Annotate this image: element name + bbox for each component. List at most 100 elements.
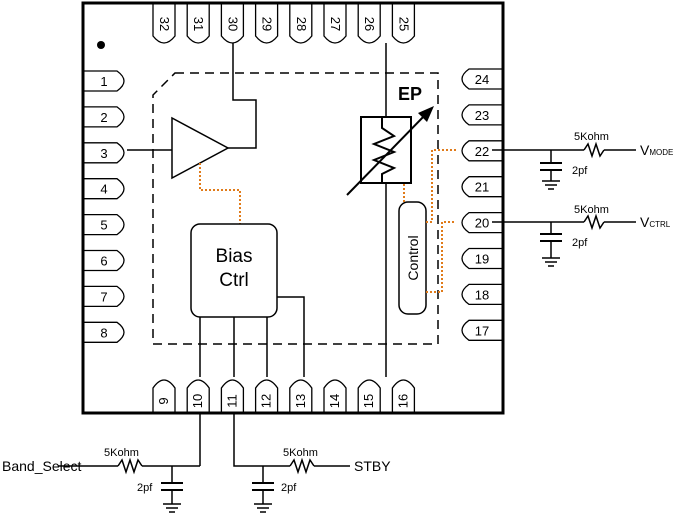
top-pins: 32 31 30 29 28 27 26 25 [152, 3, 416, 44]
pin-pad-right [461, 283, 503, 306]
pin-pad-right [461, 176, 503, 198]
right-pins: 24 23 22 21 20 19 18 17 [461, 68, 503, 341]
pin-pad-bottom [152, 379, 176, 413]
pin-number: 32 [157, 17, 172, 31]
pin-number: 13 [293, 394, 308, 408]
vctrl-resistor-label: 5Kohm [574, 204, 609, 216]
pin-pad-top [323, 3, 347, 44]
pin-pad-top [152, 3, 176, 44]
band-select-label: Band_Select [2, 458, 82, 474]
pin-number: 5 [100, 218, 107, 233]
variable-arrow-line [346, 111, 429, 196]
pin-pad-bottom [289, 379, 313, 413]
pin-pad-left [83, 178, 125, 200]
chip-body [81, 1, 505, 415]
pin-number: 6 [100, 254, 107, 269]
vctrl-label-main: V [640, 214, 650, 230]
pin-number: 29 [260, 17, 275, 31]
pin-pad-top [357, 3, 381, 44]
ep-label: EP [398, 84, 422, 104]
vmode-cap-label: 2pf [572, 165, 588, 177]
control-link-pin22 [426, 149, 456, 223]
pin-pad-bottom [391, 379, 416, 413]
vmode-label-sub: MODE [649, 148, 673, 157]
vmode-label: VMODE [640, 142, 673, 158]
pin-pad-left [83, 213, 125, 236]
band-select-network: 5Kohm 2pf Band_Select [2, 413, 201, 513]
pin-number: 25 [396, 17, 411, 31]
pin-number: 31 [191, 17, 206, 31]
exposed-pad-outline [152, 72, 439, 345]
pin-number: 19 [475, 252, 489, 267]
vctrl-label: VCTRL [640, 214, 671, 230]
pin-pad-left [83, 249, 125, 272]
pin-pad-left [83, 285, 125, 308]
pin-pad-left [83, 106, 125, 128]
vctrl-label-sub: CTRL [649, 220, 670, 229]
pin-pad-right [461, 247, 503, 270]
pin-number: 12 [259, 394, 274, 408]
pin-number: 23 [475, 108, 489, 123]
vctrl-cap-label: 2pf [572, 237, 588, 249]
band-cap-label: 2pf [137, 482, 153, 494]
pin-number: 20 [475, 216, 489, 231]
pin-number: 28 [294, 17, 309, 31]
pin-pad-bottom [254, 379, 279, 413]
pin-number: 21 [475, 180, 489, 195]
pin-number: 1 [100, 74, 107, 89]
pin-pad-bottom [186, 379, 210, 413]
control-block [398, 201, 427, 315]
pin-number: 8 [100, 325, 107, 340]
pin-pad-right [461, 211, 503, 234]
bias-label-1: Bias [216, 246, 253, 267]
pin-number: 3 [100, 146, 107, 161]
vmode-resistor-label: 5Kohm [574, 131, 609, 143]
bias-link [199, 163, 241, 224]
pin-pad-bottom [220, 379, 245, 413]
pin-number: 2 [100, 110, 107, 125]
pin-number: 18 [475, 287, 489, 302]
vmode-label-main: V [640, 142, 650, 158]
wire-pin13 [277, 296, 305, 377]
pin-number: 30 [225, 17, 240, 31]
variable-arrow-icon [418, 106, 434, 122]
vmode-network: 5Kohm 2pf VMODE [506, 131, 673, 190]
pin-number: 17 [475, 323, 489, 338]
pin-pad-bottom [323, 379, 347, 413]
pin-number: 22 [475, 144, 489, 159]
pin-pad-top [254, 3, 279, 44]
bias-label-2: Ctrl [219, 270, 249, 291]
band-resistor-icon [117, 457, 143, 475]
pin-number: 11 [224, 394, 239, 408]
pin-number: 27 [328, 17, 343, 31]
pin-pad-right [461, 104, 503, 126]
vmode-resistor-icon [583, 141, 605, 159]
band-resistor-label: 5Kohm [104, 447, 139, 459]
pin-pad-top [289, 3, 313, 44]
pin-pad-bottom [357, 379, 381, 413]
pin-number: 26 [362, 17, 377, 31]
pin-number: 9 [156, 397, 171, 404]
pin-number: 7 [100, 289, 107, 304]
pin-number: 24 [475, 72, 489, 87]
pin-pad-right [461, 319, 503, 341]
pin-number: 10 [190, 394, 205, 408]
pin-pad-right [461, 140, 503, 162]
wire-pin30 [228, 43, 257, 149]
control-link-pin20 [426, 221, 456, 293]
pin-pad-left [83, 321, 125, 343]
stby-resistor-icon [289, 457, 315, 475]
stby-network: 5Kohm 2pf STBY [233, 413, 391, 513]
pin-number: 14 [327, 394, 342, 408]
pin-pad-top [186, 3, 210, 44]
pin-number: 4 [100, 182, 107, 197]
pin-pad-top [391, 3, 416, 44]
vctrl-resistor-icon [583, 213, 605, 231]
pin1-marker [97, 41, 105, 49]
left-pins: 1 2 3 4 5 6 7 8 [83, 70, 125, 343]
pin-pad-left [83, 70, 125, 92]
stby-resistor-label: 5Kohm [283, 447, 318, 459]
pin-pad-left [83, 142, 125, 164]
